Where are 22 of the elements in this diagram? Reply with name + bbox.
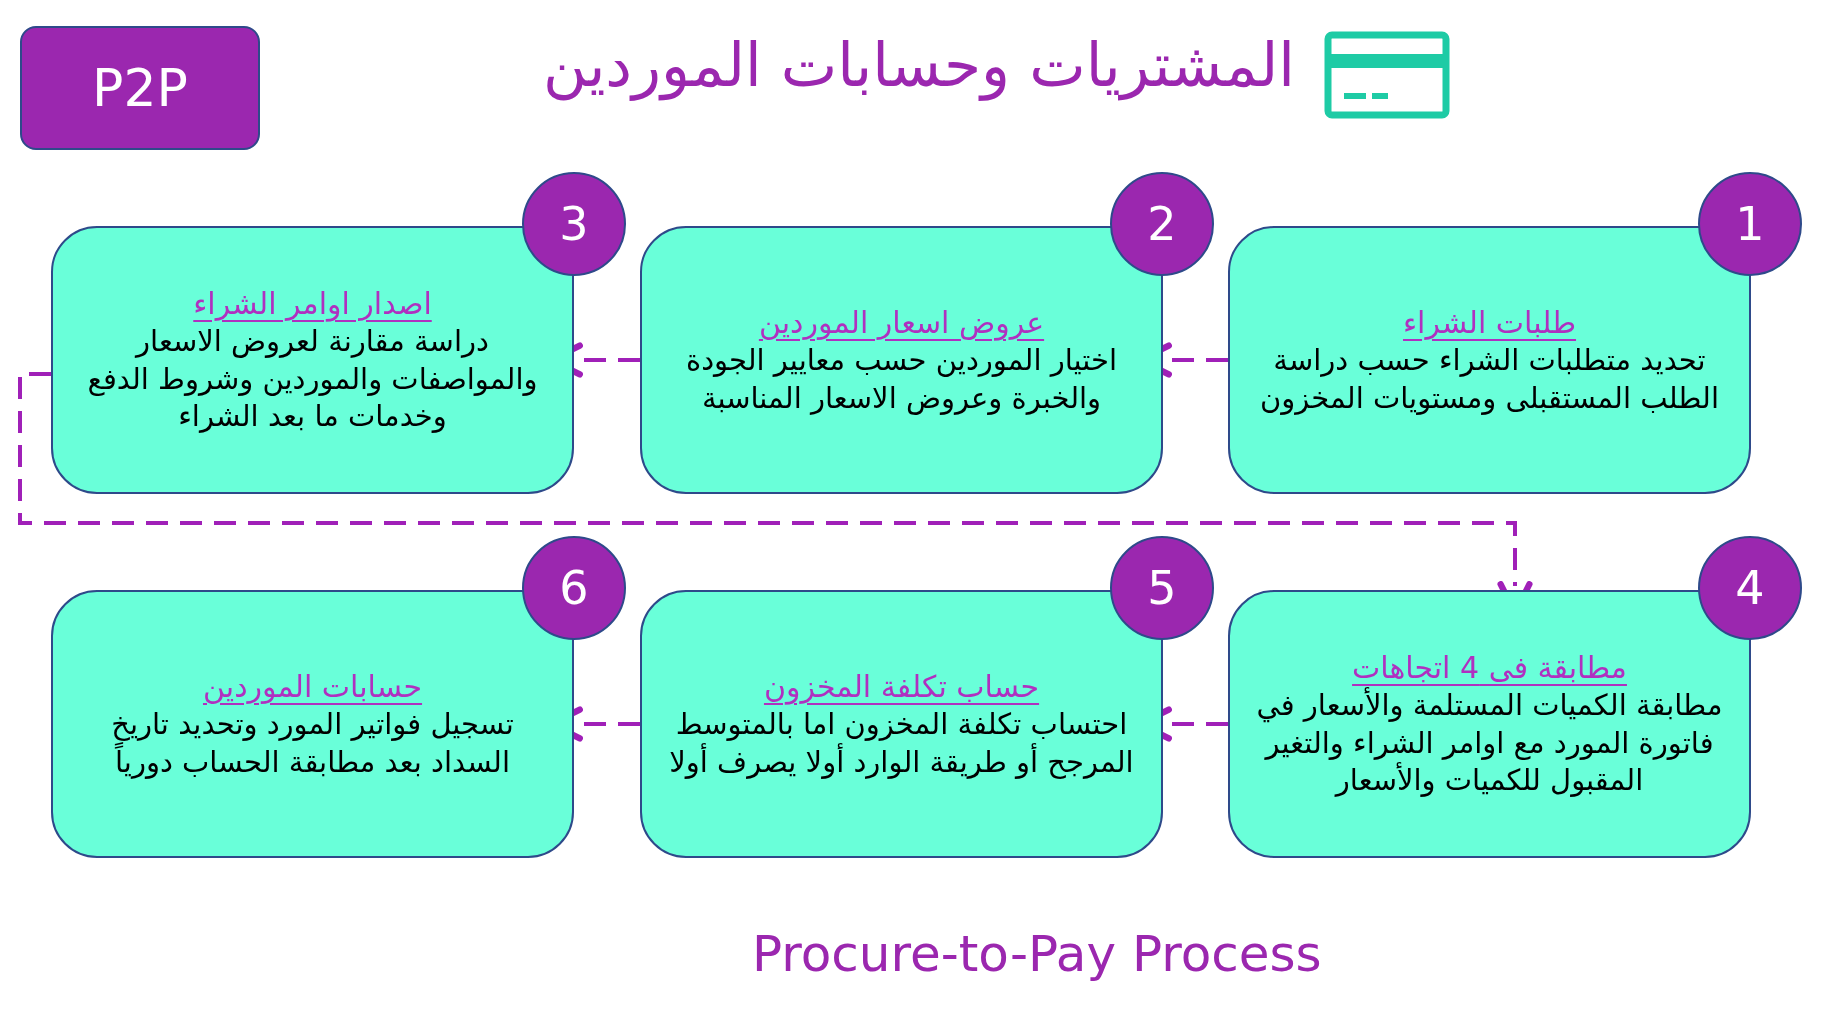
step-heading: مطابقة فى 4 اتجاهات [1352,648,1627,687]
label-text: P2P [92,58,188,118]
step-description: احتساب تكلفة المخزون اما بالمتوسط المرجح أو طريقة الوارد أولا يصرف أولا [668,705,1135,781]
label-box [20,26,260,150]
step-heading: حسابات الموردين [202,667,423,706]
title: المشتريات وحسابات الموردين [542,30,1295,100]
step-number: 3 [559,197,589,251]
step-description: اختيار الموردين حسب معايير الجودة والخبرة وعروض الاسعار المناسبة [684,341,1119,417]
step-description: دراسة مقارنة لعروض الاسعار والمواصفات والموردين وشروط الدفع وخدمات ما بعد الشراء [86,322,539,436]
step-heading: اصدار اوامر الشراء [193,284,432,323]
step-description: تسجيل فواتير المورد وتحديد تاريخ السداد بعد مطابقة الحساب دورياً [110,705,515,781]
subtitle: Procure-to-Pay Process [752,925,1322,983]
step-description: تحديد متطلبات الشراء حسب دراسة الطلب المستقبلى ومستويات المخزون [1259,341,1720,417]
step-number: 4 [1735,561,1765,615]
step-heading: طلبات الشراء [1403,303,1576,342]
step-number: 6 [559,561,589,615]
step-number: 5 [1147,561,1177,615]
step-number: 2 [1147,197,1177,251]
step-heading: حساب تكلفة المخزون [763,667,1040,706]
step-number: 1 [1735,197,1765,251]
step-description: مطابقة الكميات المستلمة والأسعار في فاتورة المورد مع اوامر الشراء والتغير المقبول للكميات والأسعار [1255,686,1724,800]
step-heading: عروض اسعار الموردين [758,303,1045,342]
